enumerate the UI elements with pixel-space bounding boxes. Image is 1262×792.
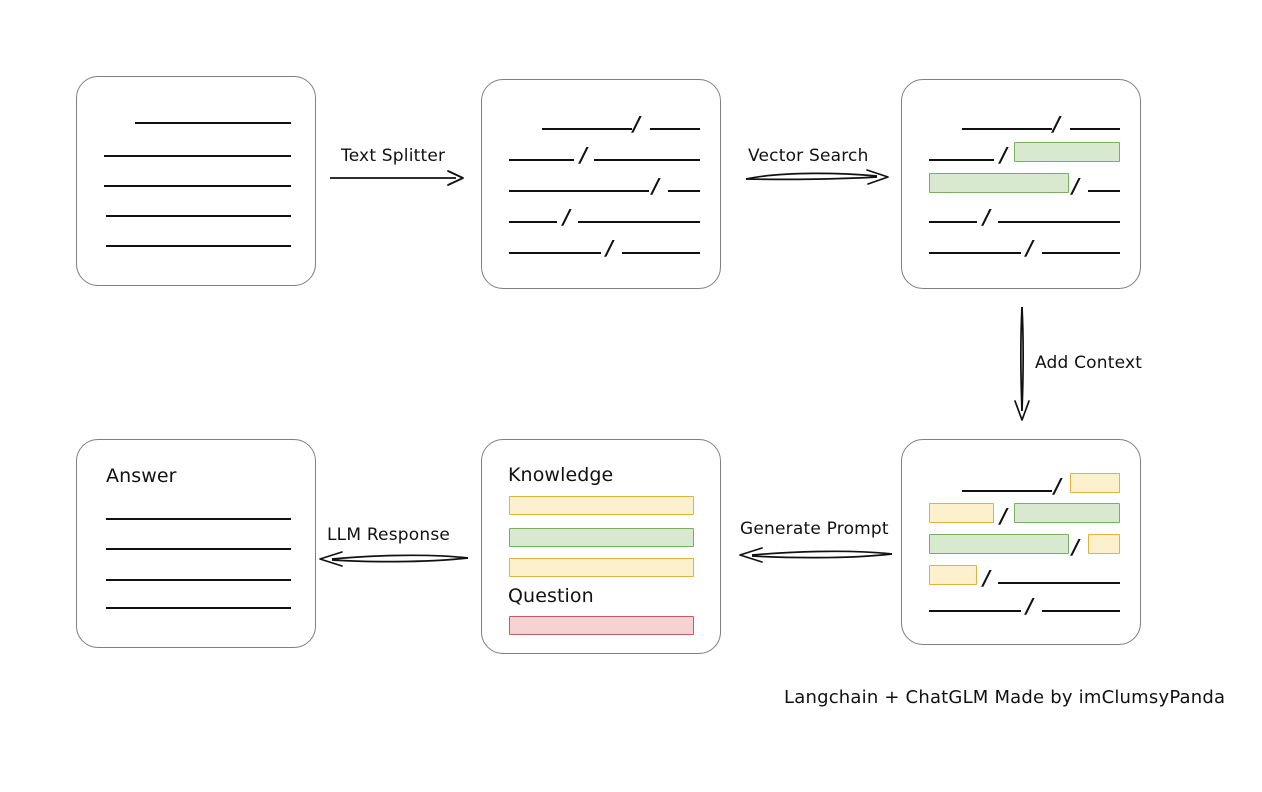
context-document[interactable]: / / / / / — [901, 439, 1141, 645]
doc-line — [668, 190, 700, 192]
edge-arrow-text-splitter — [330, 170, 464, 186]
knowledge-bar-yellow[interactable] — [509, 496, 694, 515]
doc-line — [998, 582, 1120, 584]
context-chunk-yellow[interactable] — [929, 503, 994, 523]
doc-line — [1070, 128, 1120, 130]
separator-slash: / — [983, 205, 991, 229]
doc-line — [650, 128, 700, 130]
doc-line — [106, 607, 291, 609]
doc-line — [962, 490, 1052, 492]
separator-slash: / — [1000, 504, 1008, 528]
doc-line — [998, 221, 1120, 223]
doc-line — [542, 128, 632, 130]
context-chunk-yellow[interactable] — [1070, 473, 1120, 493]
knowledge-label: Knowledge — [508, 464, 614, 486]
edge-arrow-vector-search — [745, 169, 889, 185]
context-chunk-yellow[interactable] — [1088, 534, 1120, 554]
doc-line — [594, 159, 700, 161]
question-label: Question — [508, 585, 594, 607]
edge-label-add-context: Add Context — [1035, 353, 1143, 373]
doc-line — [509, 159, 574, 161]
separator-slash: / — [1072, 174, 1080, 198]
doc-line — [962, 128, 1052, 130]
doc-line — [929, 221, 977, 223]
prompt-box[interactable]: Knowledge Question — [481, 439, 721, 654]
footer-credit: Langchain + ChatGLM Made by imClumsyPand… — [784, 687, 1226, 708]
separator-slash: / — [606, 236, 614, 260]
doc-line — [929, 252, 1021, 254]
doc-line — [135, 122, 291, 124]
doc-line — [1088, 190, 1120, 192]
separator-slash: / — [1026, 236, 1034, 260]
separator-slash: / — [1053, 112, 1061, 136]
source-document[interactable] — [76, 76, 316, 286]
doc-line — [106, 518, 291, 520]
separator-slash: / — [1000, 143, 1008, 167]
edge-label-llm-response: LLM Response — [327, 525, 451, 545]
separator-slash: / — [1054, 474, 1062, 498]
doc-line — [106, 215, 291, 217]
edge-arrow-add-context — [1014, 306, 1030, 421]
matched-chunk-green[interactable] — [1014, 503, 1120, 523]
edge-arrow-generate-prompt — [739, 547, 893, 563]
knowledge-bar-green[interactable] — [509, 528, 694, 547]
separator-slash: / — [633, 112, 641, 136]
doc-line — [509, 221, 557, 223]
separator-slash: / — [652, 174, 660, 198]
separator-slash: / — [563, 205, 571, 229]
separator-slash: / — [580, 143, 588, 167]
matched-chunk-green[interactable] — [929, 534, 1069, 554]
separator-slash: / — [1072, 535, 1080, 559]
question-bar-red[interactable] — [509, 616, 694, 635]
doc-line — [1042, 610, 1120, 612]
knowledge-bar-yellow[interactable] — [509, 558, 694, 577]
answer-box[interactable]: Answer — [76, 439, 316, 648]
doc-line — [104, 185, 291, 187]
doc-line — [1042, 252, 1120, 254]
edge-label-text-splitter: Text Splitter — [341, 146, 446, 166]
doc-line — [929, 610, 1021, 612]
doc-line — [106, 245, 291, 247]
context-chunk-yellow[interactable] — [929, 565, 977, 585]
answer-label: Answer — [106, 465, 177, 487]
doc-line — [106, 579, 291, 581]
matched-chunk-green[interactable] — [1014, 142, 1120, 162]
doc-line — [622, 252, 700, 254]
doc-line — [578, 221, 700, 223]
split-document[interactable]: / / / / / — [481, 79, 721, 289]
edge-arrow-llm-response — [319, 551, 469, 567]
doc-line — [106, 548, 291, 550]
edge-label-vector-search: Vector Search — [748, 146, 869, 166]
separator-slash: / — [1026, 594, 1034, 618]
doc-line — [104, 155, 291, 157]
doc-line — [509, 190, 649, 192]
edge-label-generate-prompt: Generate Prompt — [740, 519, 889, 539]
doc-line — [509, 252, 601, 254]
separator-slash: / — [983, 566, 991, 590]
matched-chunk-green[interactable] — [929, 173, 1069, 193]
searched-document[interactable]: / / / / / — [901, 79, 1141, 289]
doc-line — [929, 159, 994, 161]
